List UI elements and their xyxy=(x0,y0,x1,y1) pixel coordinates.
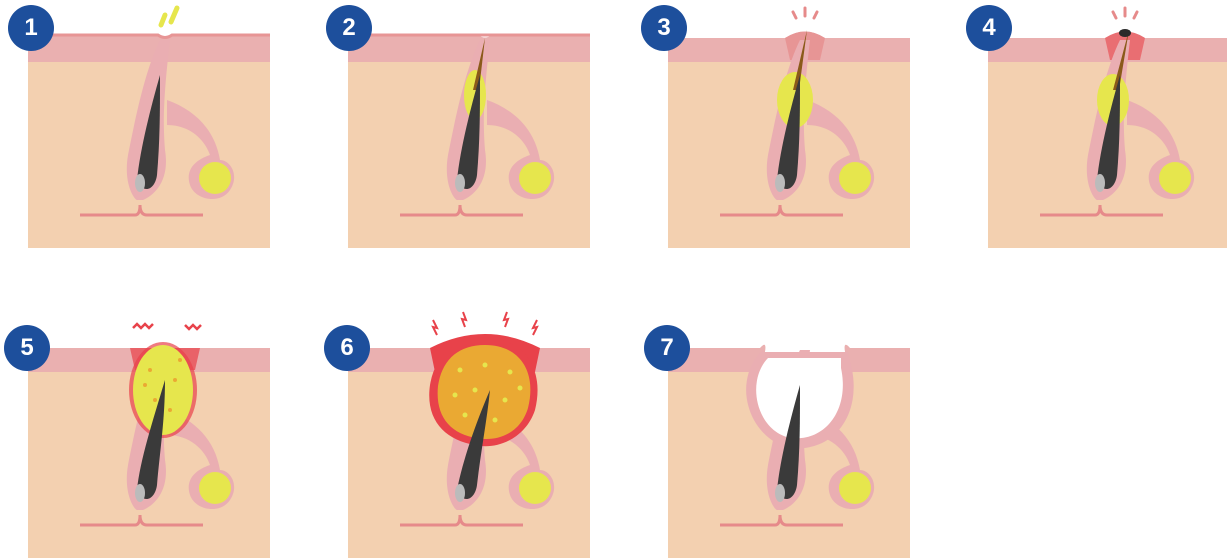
step-6-badge: 6 xyxy=(324,325,370,371)
step-3-badge: 3 xyxy=(641,5,687,51)
step-2-badge: 2 xyxy=(326,5,372,51)
irritation-mark xyxy=(133,324,153,328)
epidermis xyxy=(28,35,270,62)
step-7-panel xyxy=(665,310,915,560)
step-4-badge: 4 xyxy=(966,5,1012,51)
sebum-blob xyxy=(199,162,231,194)
step-7-badge: 7 xyxy=(644,325,690,371)
step-1-badge: 1 xyxy=(8,5,54,51)
step-2-panel xyxy=(345,0,595,250)
step-1-panel xyxy=(25,0,275,250)
hair-bulb xyxy=(135,174,145,192)
step-3-panel xyxy=(665,0,915,250)
step-6-panel xyxy=(345,310,595,560)
blackhead-tip xyxy=(1119,29,1131,37)
step-4-panel xyxy=(985,0,1227,250)
step-5-panel xyxy=(25,310,275,560)
step-5-badge: 5 xyxy=(4,325,50,371)
